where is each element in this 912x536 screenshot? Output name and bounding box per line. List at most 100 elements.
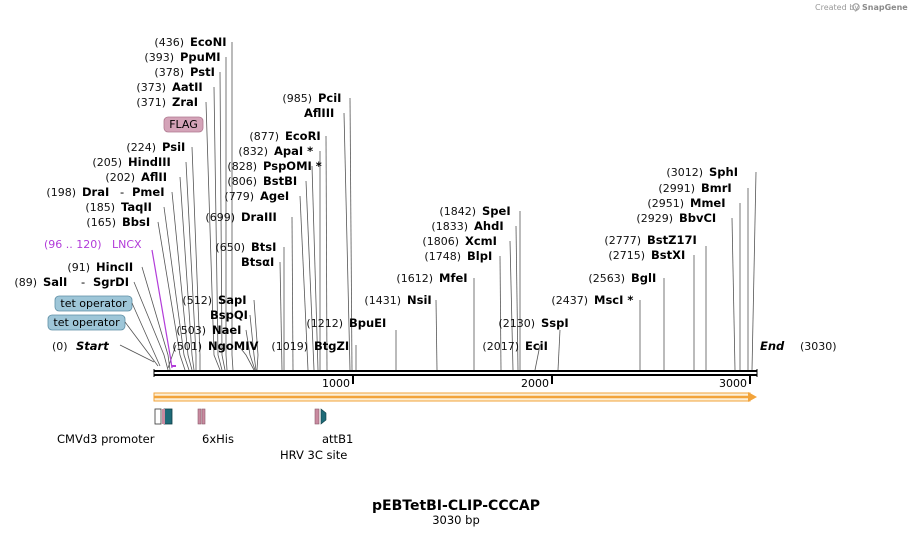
tet-operator-leader-2 — [124, 321, 159, 367]
site-position-34: (1748) — [424, 250, 461, 263]
site-name-34: BlpI — [467, 249, 492, 263]
site-position-9: (185) — [85, 201, 115, 214]
site-name-17: PciI — [318, 91, 341, 105]
site-position-16: (501) — [172, 340, 202, 353]
site-name-41: MmeI — [690, 196, 726, 210]
site-position-36: (2017) — [482, 340, 519, 353]
site-position-29: (1431) — [364, 294, 401, 307]
ruler: 1000 2000 3000 — [322, 376, 751, 390]
site-name-27: BpuEI — [349, 316, 386, 330]
site-name-3: AatII — [172, 80, 203, 94]
site-name-28: BtgZI — [314, 339, 349, 353]
start-label: Start — [76, 339, 109, 353]
site-position-17: (985) — [282, 92, 312, 105]
6xhis-label: 6xHis — [202, 432, 234, 446]
site-name-8: DraI — [82, 185, 109, 199]
plasmid-title: pEBTetBI-CLIP-CCCAP — [372, 498, 540, 514]
plasmid-length: 3030 bp — [432, 513, 480, 527]
site-position-40: (2991) — [658, 182, 695, 195]
site-position-10: (165) — [86, 216, 116, 229]
site-position-3: (373) — [136, 81, 166, 94]
site-name-43: BstZ17I — [647, 233, 697, 247]
snapgene-brand: SnapGene — [862, 3, 908, 12]
site-position-1: (393) — [144, 51, 174, 64]
site-name-12: SalI — [43, 275, 67, 289]
feature-attb1 — [320, 408, 327, 425]
site-name-15: NaeI — [212, 323, 241, 337]
site-name-13: SapI — [218, 293, 247, 307]
site-name-44: BstXI — [651, 248, 685, 262]
end-label: End — [760, 339, 785, 353]
site-name-2: PstI — [190, 65, 215, 79]
site-position-33: (1806) — [422, 235, 459, 248]
site-position-28: (1019) — [271, 340, 308, 353]
site-position-4: (371) — [136, 96, 166, 109]
site-separator-8: - — [120, 185, 124, 199]
site-name-29: NsiI — [407, 293, 432, 307]
site-position-2: (378) — [154, 66, 184, 79]
cut-site-labels: (436)EcoNI(393)PpuMI(378)PstI(373)AatII(… — [14, 35, 738, 353]
site-position-32: (1833) — [431, 220, 468, 233]
site-position-25: (650) — [215, 241, 245, 254]
site-position-44: (2715) — [608, 249, 645, 262]
site-position-5: (224) — [126, 141, 156, 154]
site-name-23: AgeI — [260, 189, 289, 203]
orf-arrow — [153, 392, 757, 402]
dna-backbone — [153, 369, 758, 377]
site-position-22: (806) — [227, 175, 257, 188]
snapgene-logo-icon — [852, 3, 860, 11]
end-position: (3030) — [800, 340, 837, 353]
lncx-leader — [151, 249, 173, 369]
site-position-8: (198) — [46, 186, 76, 199]
site-position-41: (2951) — [647, 197, 684, 210]
site-position-20: (832) — [238, 145, 268, 158]
site-name-38: BglI — [631, 271, 656, 285]
ruler-label-1000: 1000 — [322, 377, 350, 390]
start-position: (0) — [52, 340, 68, 353]
site-separator-12: - — [81, 275, 85, 289]
site-name-9: TaqII — [121, 200, 152, 214]
site-name-4: ZraI — [172, 95, 198, 109]
site-name2-12: SgrDI — [93, 275, 129, 289]
site-name-42: BbvCI — [679, 211, 716, 225]
site-position-39: (3012) — [666, 166, 703, 179]
flag-label: FLAG — [169, 118, 198, 131]
site-name2-8: PmeI — [132, 185, 165, 199]
cmvd3-promoter-label: CMVd3 promoter — [57, 432, 155, 446]
site-name-39: SphI — [709, 165, 738, 179]
feature-6xhis — [197, 408, 206, 425]
site-name-26: BtsαI — [241, 255, 274, 269]
site-position-27: (1212) — [306, 317, 343, 330]
tet-operator-label-1: tet operator — [60, 297, 127, 310]
site-name-5: PsiI — [162, 140, 185, 154]
site-name-33: XcmI — [465, 234, 497, 248]
hrv-3c-site-label: HRV 3C site — [280, 448, 347, 462]
site-name-16: NgoMIV — [208, 339, 258, 353]
site-name-14: BspQI — [210, 308, 248, 322]
site-name-24: DraIII — [241, 210, 277, 224]
site-name-7: AflII — [141, 170, 167, 184]
flag-box — [163, 116, 204, 133]
site-name-31: SpeI — [482, 204, 511, 218]
site-name-21: PspOMI * — [263, 159, 322, 173]
feature-hrv-3c-site — [314, 408, 320, 425]
site-position-30: (1612) — [396, 272, 433, 285]
site-name-0: EcoNI — [190, 35, 226, 49]
site-position-19: (877) — [249, 130, 279, 143]
site-position-37: (2437) — [551, 294, 588, 307]
site-position-11: (91) — [67, 261, 90, 274]
site-position-0: (436) — [154, 36, 184, 49]
site-position-35: (2130) — [498, 317, 535, 330]
site-position-42: (2929) — [636, 212, 673, 225]
created-by-text: Created by — [815, 3, 859, 12]
tet-operator-label-2: tet operator — [53, 316, 120, 329]
site-name-25: BtsI — [251, 240, 276, 254]
site-position-31: (1842) — [439, 205, 476, 218]
site-position-38: (2563) — [588, 272, 625, 285]
site-name-22: BstBI — [263, 174, 297, 188]
site-position-12: (89) — [14, 276, 37, 289]
site-name-32: AhdI — [474, 219, 504, 233]
lncx-range: (96 .. 120) — [44, 238, 102, 251]
